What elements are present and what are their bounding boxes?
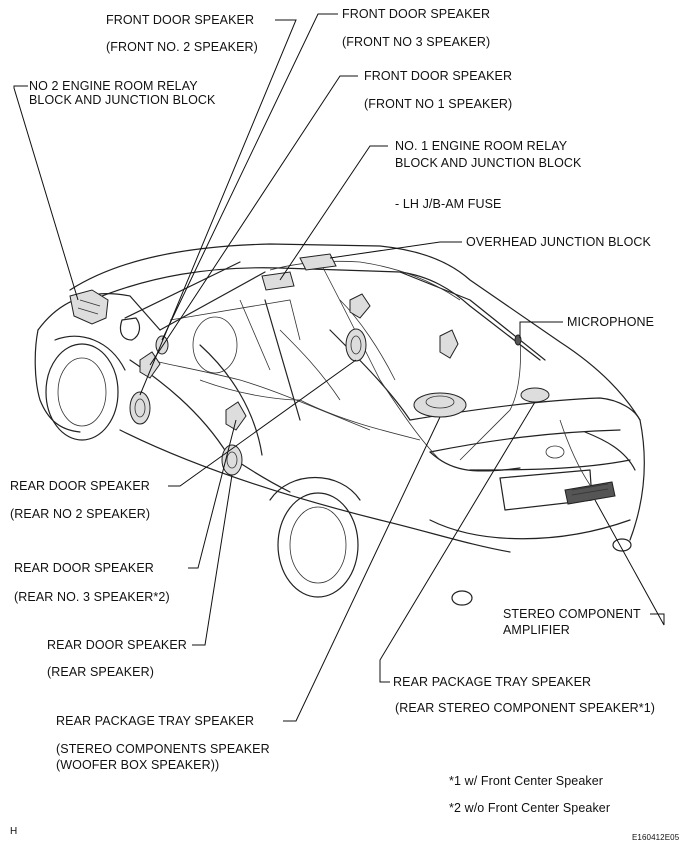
rear-package-tray-woofer-icon — [413, 392, 467, 418]
label-rear-door-speaker-no3-title: REAR DOOR SPEAKER — [14, 561, 154, 575]
no2-relay-block-icon — [69, 289, 109, 325]
front-door-speaker-no2-icon — [129, 391, 151, 425]
note-2: *2 w/o Front Center Speaker — [449, 801, 611, 815]
wiring-harness — [149, 260, 591, 486]
components — [69, 253, 616, 505]
label-rear-tray-speaker-2-sub2: (WOOFER BOX SPEAKER)) — [56, 758, 220, 772]
label-front-door-speaker-no2-title: FRONT DOOR SPEAKER — [106, 13, 255, 27]
label-stereo-amp-line1: STEREO COMPONENT — [503, 607, 641, 621]
label-front-door-speaker-no3-title: FRONT DOOR SPEAKER — [342, 7, 491, 21]
label-rear-door-speaker-no3-sub: (REAR NO. 3 SPEAKER*2) — [14, 590, 170, 604]
leader-lines — [13, 13, 665, 722]
label-front-door-speaker-no3-sub: (FRONT NO 3 SPEAKER) — [342, 35, 491, 49]
label-no1-relay-line1: NO. 1 ENGINE ROOM RELAY — [395, 139, 568, 153]
label-rear-tray-speaker-2-title: REAR PACKAGE TRAY SPEAKER — [56, 714, 255, 728]
no1-relay-block-icon — [261, 271, 295, 291]
label-stereo-amp-line2: AMPLIFIER — [503, 623, 570, 637]
note-1: *1 w/ Front Center Speaker — [449, 774, 604, 788]
label-rear-door-speaker-no2-sub: (REAR NO 2 SPEAKER) — [10, 507, 151, 521]
rear-door-speaker-no3-icon — [225, 401, 247, 431]
label-front-door-speaker-no1-title: FRONT DOOR SPEAKER — [364, 69, 513, 83]
label-no1-relay-line2: BLOCK AND JUNCTION BLOCK — [395, 156, 582, 170]
label-rear-door-speaker-no2-title: REAR DOOR SPEAKER — [10, 479, 150, 493]
label-rear-tray-speaker-1-title: REAR PACKAGE TRAY SPEAKER — [393, 675, 592, 689]
rear-door-speaker-icon — [221, 444, 243, 476]
rear-package-tray-speaker-icon — [520, 387, 550, 403]
label-rear-door-speaker-sub: (REAR SPEAKER) — [47, 665, 154, 679]
label-rear-tray-speaker-1-sub: (REAR STEREO COMPONENT SPEAKER*1) — [395, 701, 656, 715]
rear-door-speaker-no2-icon — [345, 328, 367, 362]
corner-mark: H — [10, 826, 18, 837]
label-front-door-speaker-no1-sub: (FRONT NO 1 SPEAKER) — [364, 97, 513, 111]
label-rear-door-speaker-title: REAR DOOR SPEAKER — [47, 638, 187, 652]
label-front-door-speaker-no2-sub: (FRONT NO. 2 SPEAKER) — [106, 40, 258, 54]
label-no2-relay-line2: BLOCK AND JUNCTION BLOCK — [29, 93, 216, 107]
label-overhead-junction-block: OVERHEAD JUNCTION BLOCK — [466, 235, 651, 249]
label-microphone: MICROPHONE — [567, 315, 655, 329]
overhead-junction-block-icon — [299, 253, 337, 271]
label-rear-tray-speaker-2-sub1: (STEREO COMPONENTS SPEAKER — [56, 742, 270, 756]
car-body — [34, 243, 645, 606]
stereo-amplifier-icon — [564, 481, 616, 505]
figure-code: E160412E05 — [632, 833, 680, 842]
label-no2-relay-line1: NO 2 ENGINE ROOM RELAY — [29, 79, 198, 93]
label-lh-jb-am-fuse: - LH J/B-AM FUSE — [395, 197, 502, 211]
